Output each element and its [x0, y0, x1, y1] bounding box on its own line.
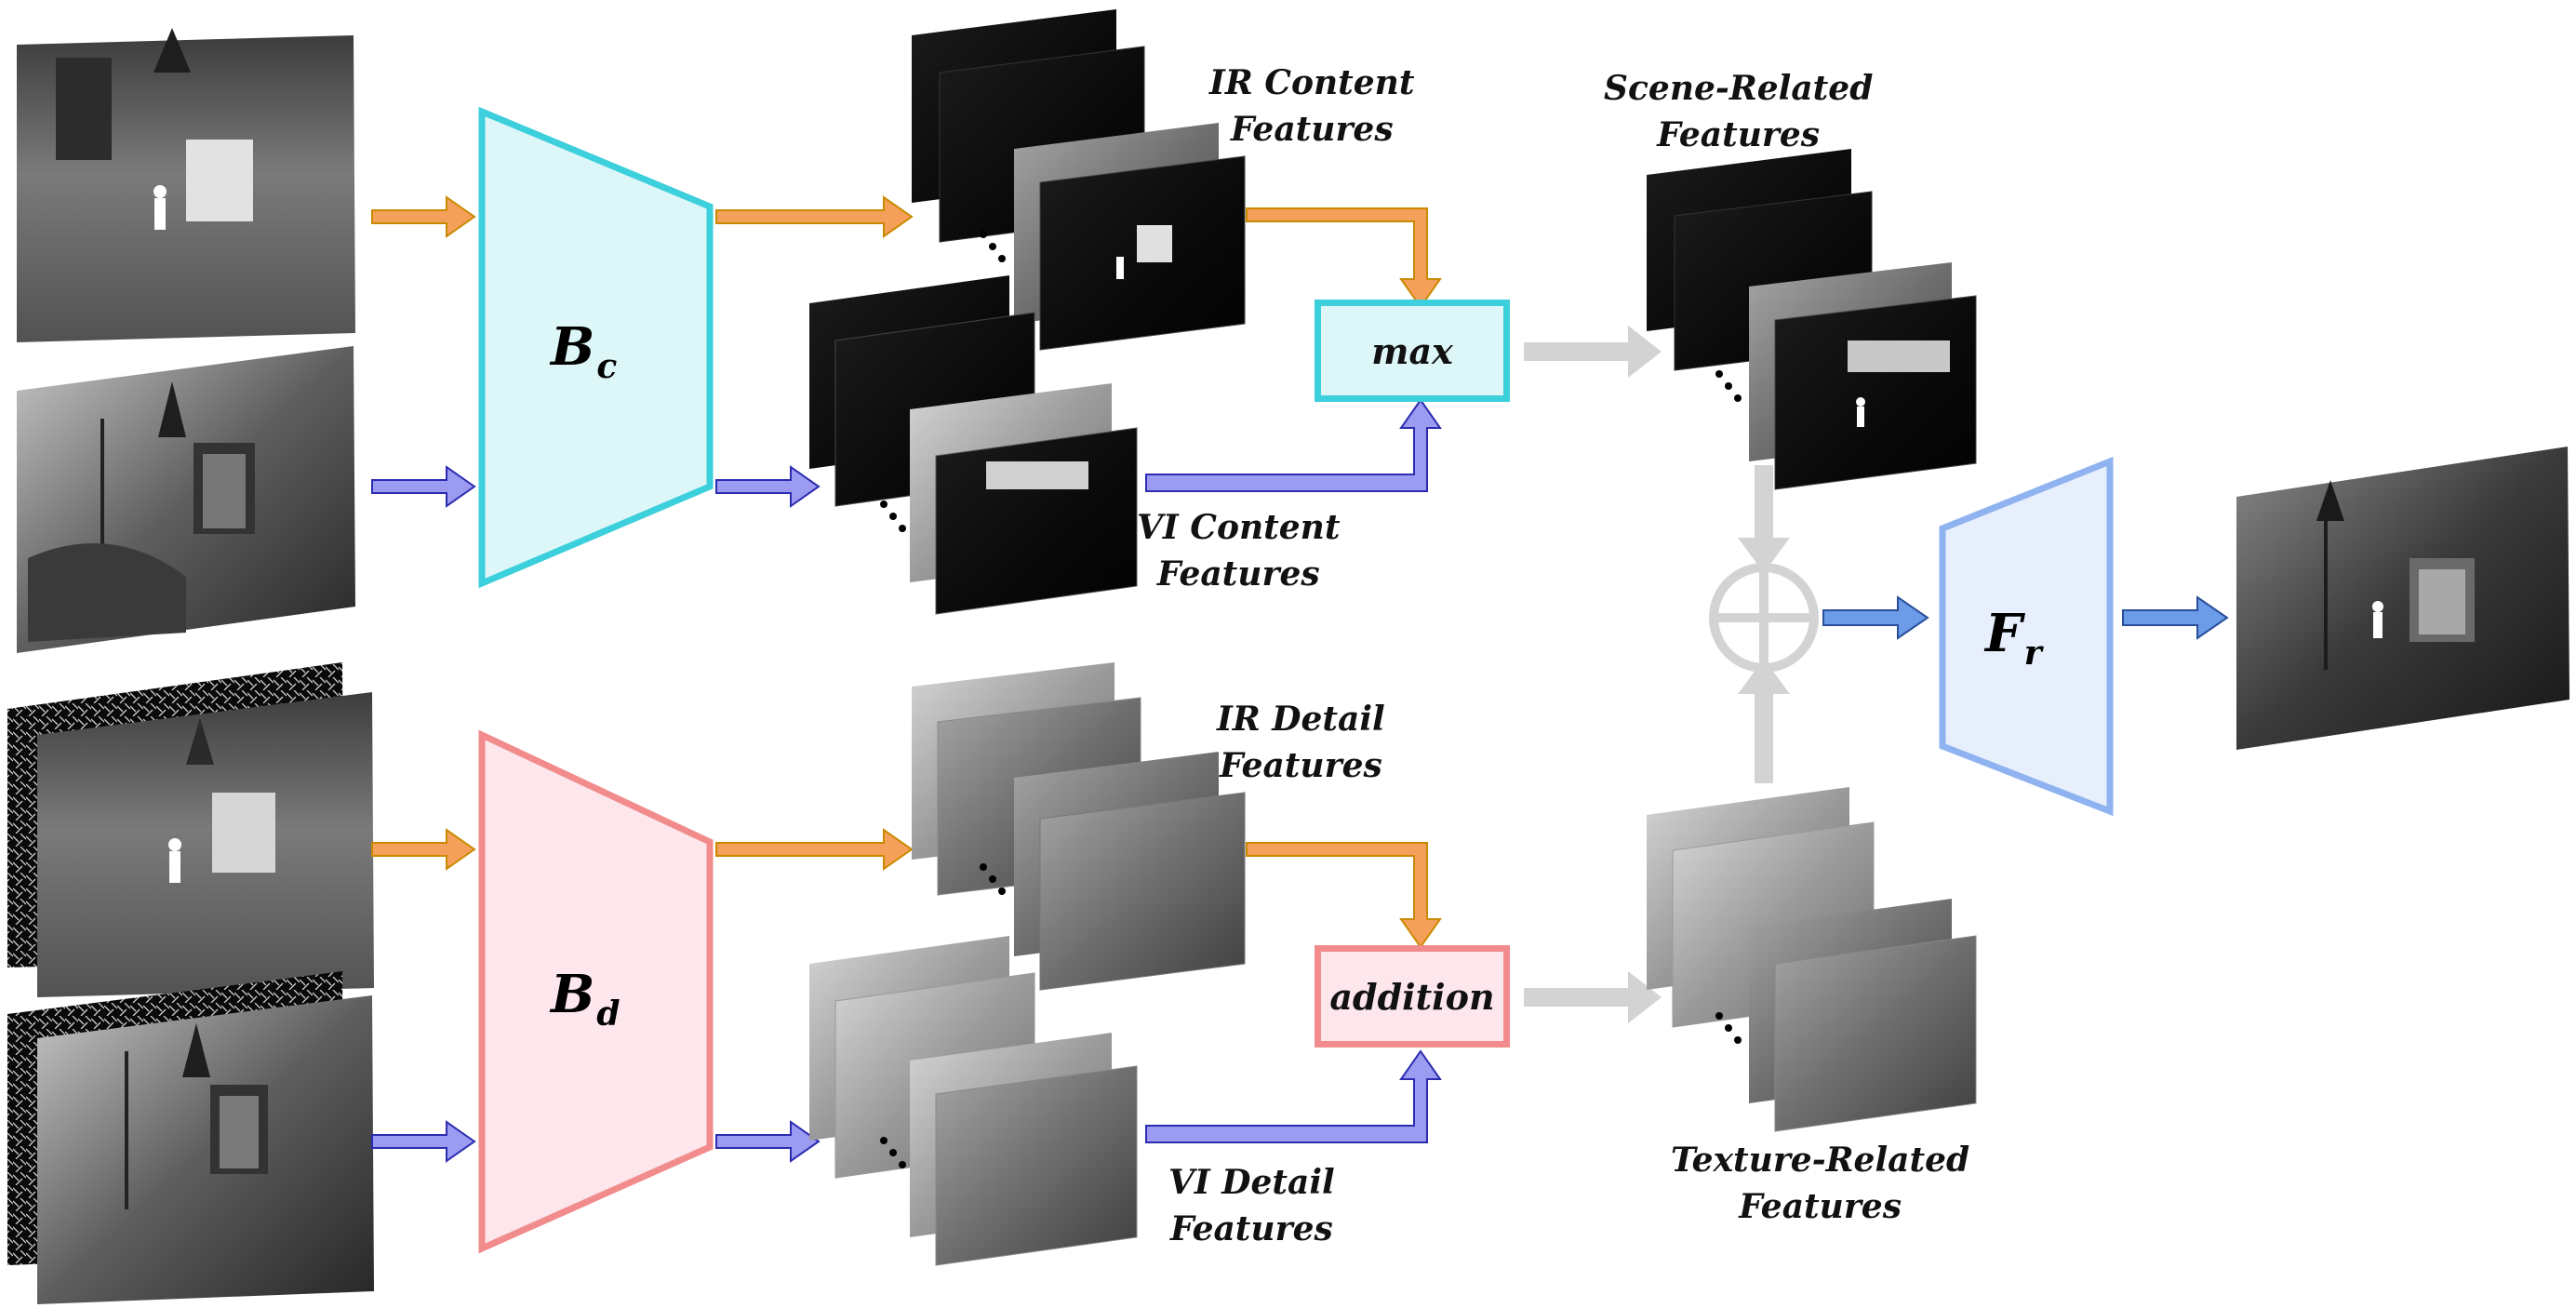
addition-operation-box: addition [1315, 945, 1510, 1048]
content-encoder-symbol: B [551, 316, 595, 378]
ir-detail-features-line1: IR Detail [1217, 700, 1385, 739]
addition-operation-label: addition [1329, 975, 1495, 1018]
content-encoder-label: Bc [551, 316, 617, 386]
texture-to-sum-arrow [1738, 659, 1790, 783]
fused-output-image [2236, 447, 2569, 750]
ir-detail-input-image [7, 662, 374, 997]
reconstructor-label: Fr [1985, 603, 2042, 673]
texture-related-features-line2: Features [1739, 1187, 1902, 1226]
vi-detail-input-image [7, 971, 374, 1304]
detail-encoder-to-vi-features-arrow [715, 1120, 821, 1163]
detail-encoder-label: Bd [551, 964, 621, 1034]
ir-detail-features-label: IR Detail Features [1217, 696, 1385, 789]
max-operation-box: max [1315, 300, 1510, 402]
ir-to-detail-encoder-arrow [371, 828, 476, 871]
ir-content-to-max-arrow [1246, 207, 1442, 309]
vi-content-feature-stack [809, 275, 1138, 615]
texture-related-features-line1: Texture-Related [1671, 1141, 1970, 1180]
detail-encoder-subscript: d [596, 994, 621, 1034]
vi-content-features-line2: Features [1156, 554, 1320, 594]
vi-to-detail-encoder-arrow [371, 1120, 476, 1163]
ir-content-features-line1: IR Content [1209, 63, 1415, 102]
content-encoder-subscript: c [596, 347, 618, 386]
vi-content-features-label: VI Content Features [1137, 504, 1340, 597]
vi-content-to-max-arrow [1145, 398, 1442, 492]
detail-encoder-symbol: B [551, 964, 595, 1025]
scene-related-features-line2: Features [1657, 115, 1821, 154]
vi-detail-features-line2: Features [1169, 1209, 1333, 1248]
content-encoder-to-ir-features-arrow [715, 195, 914, 238]
reconstructor-subscript: r [2023, 634, 2042, 673]
reconstructor-to-output-arrow [2122, 595, 2229, 640]
vi-input-image [17, 346, 355, 653]
scene-related-features-line1: Scene-Related [1604, 69, 1874, 108]
reconstructor-block [1939, 456, 2114, 817]
reconstructor-symbol: F [1985, 603, 2022, 664]
ir-to-content-encoder-arrow [371, 195, 476, 238]
vi-detail-features-label: VI Detail Features [1168, 1159, 1335, 1252]
vi-content-features-line1: VI Content [1137, 508, 1341, 547]
ir-detail-to-addition-arrow [1246, 842, 1442, 949]
ir-detail-feature-stack [912, 662, 1246, 991]
max-to-scene-features-arrow [1524, 326, 1662, 378]
sum-to-reconstructor-arrow [1822, 595, 1929, 640]
vi-detail-to-addition-arrow [1145, 1049, 1442, 1143]
content-encoder-block [478, 106, 714, 589]
scene-related-features-label: Scene-Related Features [1604, 65, 1873, 158]
ir-detail-features-line2: Features [1219, 746, 1382, 785]
ir-input-image [17, 28, 355, 342]
texture-related-feature-stack [1647, 787, 1977, 1132]
scene-related-feature-stack [1647, 149, 1977, 490]
vi-to-content-encoder-arrow [371, 465, 476, 508]
vi-detail-feature-stack [809, 936, 1138, 1266]
addition-to-texture-features-arrow [1524, 971, 1662, 1023]
content-encoder-to-vi-features-arrow [715, 465, 821, 508]
max-operation-label: max [1371, 329, 1453, 372]
texture-related-features-label: Texture-Related Features [1671, 1137, 1969, 1230]
vi-detail-features-line1: VI Detail [1168, 1163, 1335, 1202]
scene-to-sum-arrow [1738, 465, 1790, 573]
detail-encoder-to-ir-features-arrow [715, 828, 914, 871]
element-wise-sum-node [1709, 563, 1819, 673]
detail-encoder-block [478, 729, 714, 1254]
ir-content-feature-stack [912, 9, 1246, 351]
ir-content-features-line2: Features [1230, 110, 1394, 149]
ir-content-features-label: IR Content Features [1209, 60, 1414, 153]
